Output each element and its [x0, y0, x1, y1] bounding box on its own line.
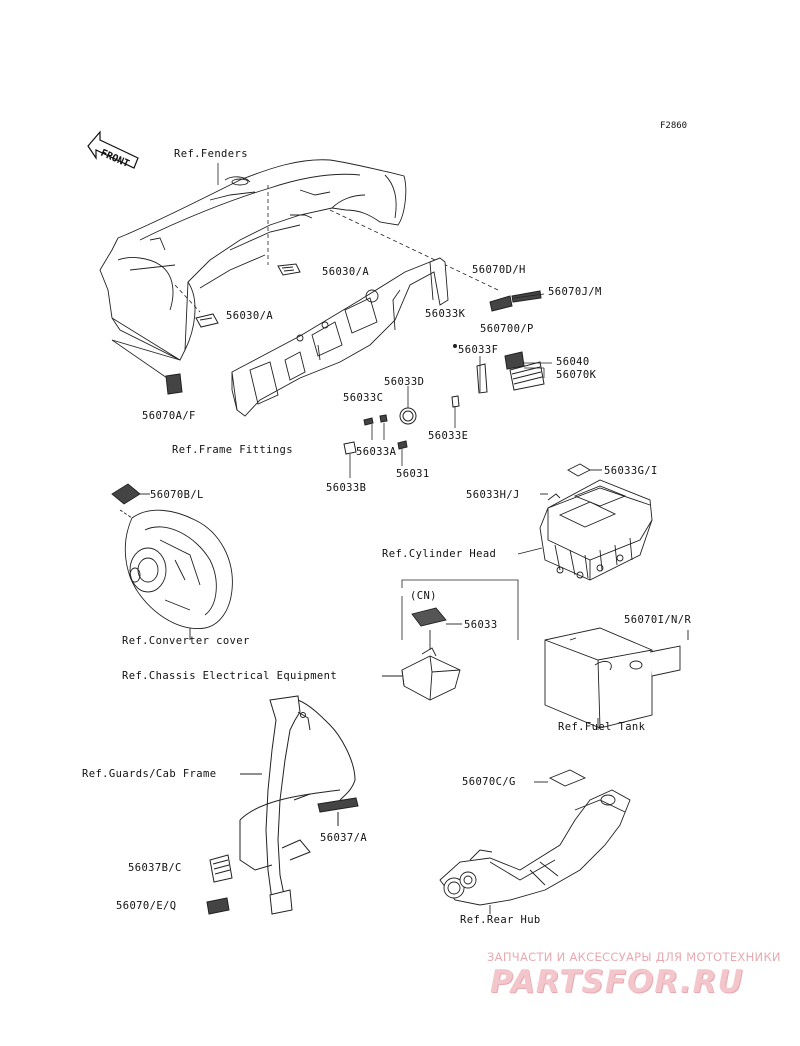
part-56070c-g[interactable]: 56070C/G [462, 776, 516, 788]
part-56070i-n-r[interactable]: 56070I/N/R [624, 614, 692, 626]
watermark-logo: PARTSFOR.RU [490, 964, 744, 1000]
ref-cylinder-head[interactable]: Ref.Cylinder Head [382, 548, 497, 560]
part-56037a[interactable]: 56037/A [320, 832, 368, 844]
part-56031[interactable]: 56031 [396, 468, 430, 480]
watermark-tagline: ЗАПЧАСТИ И АКСЕССУАРЫ ДЛЯ МОТОТЕХНИКИ [487, 950, 781, 964]
ref-chassis-electrical[interactable]: Ref.Chassis Electrical Equipment [122, 670, 338, 682]
frame-fittings-illustration [231, 257, 449, 417]
fender-illustration [99, 159, 407, 361]
part-56033g-i[interactable]: 56033G/I [604, 465, 658, 477]
centre-leader-lines [349, 293, 552, 478]
fuel-tank-illustration [544, 627, 689, 730]
ref-guards-cab-frame[interactable]: Ref.Guards/Cab Frame [82, 768, 217, 780]
ref-frame-fittings[interactable]: Ref.Frame Fittings [172, 444, 293, 456]
part-56033b[interactable]: 56033B [326, 482, 367, 494]
rear-hub-illustration [439, 769, 631, 914]
part-56033[interactable]: 56033 [464, 619, 498, 631]
part-56040[interactable]: 56040 [556, 356, 590, 368]
cn-bracket-label: (CN) [410, 590, 437, 602]
chassis-electrical-illustration [382, 579, 519, 701]
ref-fuel-tank[interactable]: Ref.Fuel Tank [558, 721, 646, 733]
converter-cover-illustration [111, 483, 233, 640]
part-56033h-j[interactable]: 56033H/J [466, 489, 520, 501]
fender-leader-lines [111, 163, 219, 381]
cab-frame-illustration [206, 695, 359, 915]
part-56037b-c[interactable]: 56037B/C [128, 862, 182, 874]
part-56070d-h[interactable]: 56070D/H [472, 264, 526, 276]
ref-rear-hub[interactable]: Ref.Rear Hub [460, 914, 541, 926]
part-56033e[interactable]: 56033E [428, 430, 469, 442]
part-56030a-top[interactable]: 56030/A [322, 266, 370, 278]
part-56030a-left[interactable]: 56030/A [226, 310, 274, 322]
reference-dash-lines [174, 185, 499, 313]
small-parts-cluster [343, 290, 545, 455]
part-56033a[interactable]: 56033A [356, 446, 397, 458]
ref-converter-cover[interactable]: Ref.Converter cover [122, 635, 250, 647]
part-560700-p[interactable]: 560700/P [480, 323, 534, 335]
part-56033c[interactable]: 56033C [343, 392, 384, 404]
front-arrow-icon: FRONT [87, 130, 139, 170]
part-56033f[interactable]: 56033F [458, 344, 499, 356]
part-56070k[interactable]: 56070K [556, 369, 597, 381]
part-56033k[interactable]: 56033K [425, 308, 466, 320]
cylinder-head-illustration [517, 463, 653, 581]
fender-stickers [165, 263, 301, 395]
part-56070a-f[interactable]: 56070A/F [142, 410, 196, 422]
part-56070b-l[interactable]: 56070B/L [150, 489, 204, 501]
part-56033d[interactable]: 56033D [384, 376, 425, 388]
part-56070e-q[interactable]: 56070/E/Q [116, 900, 177, 912]
part-56070j-m[interactable]: 56070J/M [548, 286, 602, 298]
diagram-code: F2860 [660, 121, 688, 131]
ref-fenders[interactable]: Ref.Fenders [174, 148, 248, 160]
